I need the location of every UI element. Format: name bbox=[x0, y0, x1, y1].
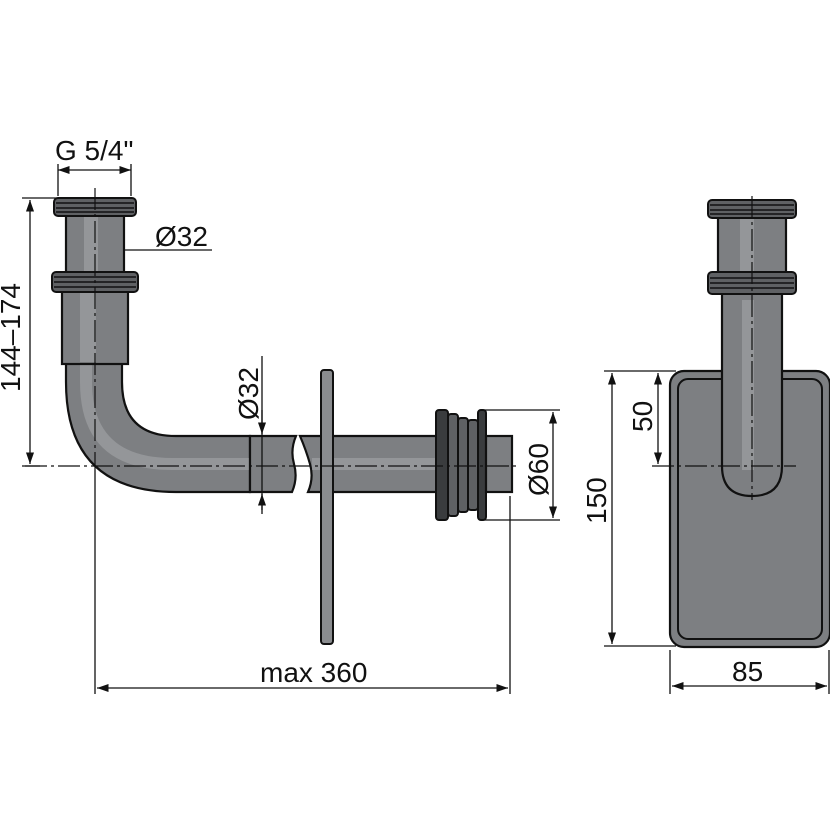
length-label: max 360 bbox=[260, 657, 367, 688]
box-offset-label: 50 bbox=[627, 401, 658, 432]
upper-diameter-label: Ø32 bbox=[155, 221, 208, 252]
siphon-front-view bbox=[652, 196, 830, 649]
wall-rosette bbox=[320, 369, 334, 645]
horizontal-pipe-left-end bbox=[248, 434, 298, 494]
thread-dimension-label: G 5/4" bbox=[55, 135, 133, 166]
elbow-pipe-highlight bbox=[80, 364, 250, 470]
box-width-label: 85 bbox=[732, 656, 763, 687]
pipe-diameter-label: Ø32 bbox=[233, 367, 264, 420]
height-range-label: 144–174 bbox=[0, 283, 26, 392]
left-dimensions: G 5/4" Ø32 144–174 Ø32 Ø60 max 360 bbox=[0, 135, 560, 694]
right-dimensions: 150 50 85 bbox=[581, 370, 830, 694]
siphon-side-view bbox=[25, 188, 520, 645]
outlet-seal bbox=[435, 409, 514, 521]
box-height-label: 150 bbox=[581, 477, 612, 524]
outlet-diameter-label: Ø60 bbox=[523, 443, 554, 496]
